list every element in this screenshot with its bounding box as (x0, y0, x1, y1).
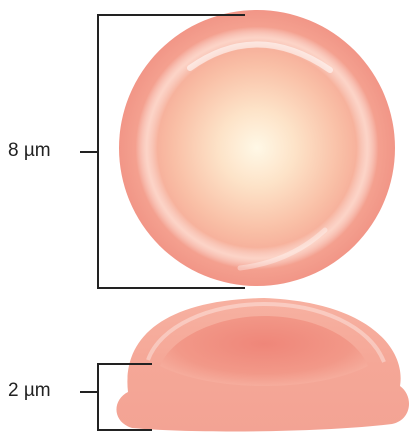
cell-top-view (119, 10, 395, 286)
thickness-label: 2 µm (8, 381, 51, 400)
cell-side-view (116, 298, 409, 431)
cell-top-rim-highlight (119, 10, 395, 286)
diameter-label: 8 µm (8, 141, 51, 160)
